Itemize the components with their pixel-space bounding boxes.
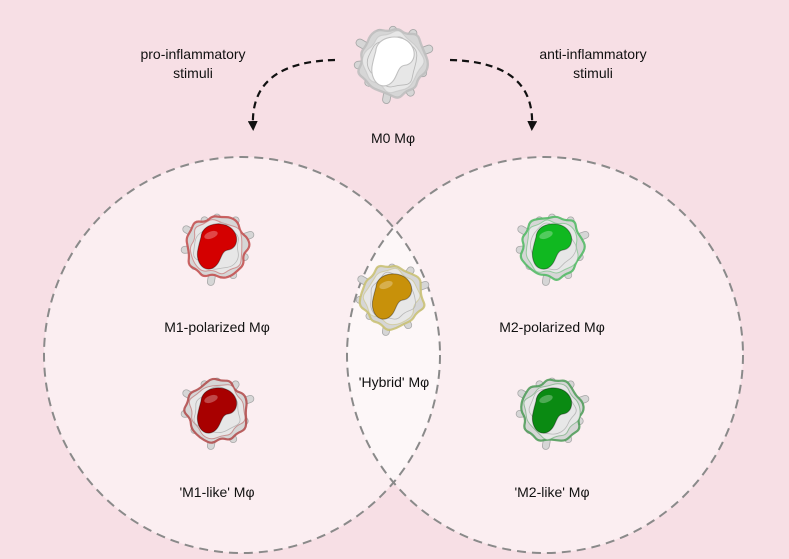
m2-circle-outline — [346, 156, 744, 554]
m1-polarized-label: M1-polarized Mφ — [164, 319, 270, 335]
m1-circle-outline — [43, 156, 441, 554]
macrophage-m1-like-icon — [180, 377, 255, 450]
pro-inflammatory-arrow — [247, 58, 336, 131]
anti-inflammatory-arrow — [449, 58, 538, 131]
anti-inflammatory-stimuli-label: anti-inflammatory stimuli — [539, 46, 647, 81]
m1-like-label: 'M1-like' Mφ — [179, 484, 255, 500]
m2-polarized-label: M2-polarized Mφ — [499, 319, 605, 335]
m2-like-label: 'M2-like' Mφ — [514, 484, 590, 500]
venn-diagram — [43, 156, 744, 554]
macrophage-hybrid-icon — [355, 263, 430, 336]
macrophage-m1-polarized-icon — [180, 213, 255, 286]
m0-label: M0 Mφ — [370, 130, 416, 146]
hybrid-label: 'Hybrid' Mφ — [358, 374, 430, 390]
m1-circle — [44, 157, 440, 553]
macrophage-m2-like-icon — [515, 377, 590, 450]
macrophage-m2-polarized-icon — [515, 213, 590, 286]
macrophage-m0-icon — [353, 25, 434, 104]
m2-circle — [347, 157, 743, 553]
pro-inflammatory-stimuli-label: pro-inflammatory stimuli — [140, 46, 246, 81]
